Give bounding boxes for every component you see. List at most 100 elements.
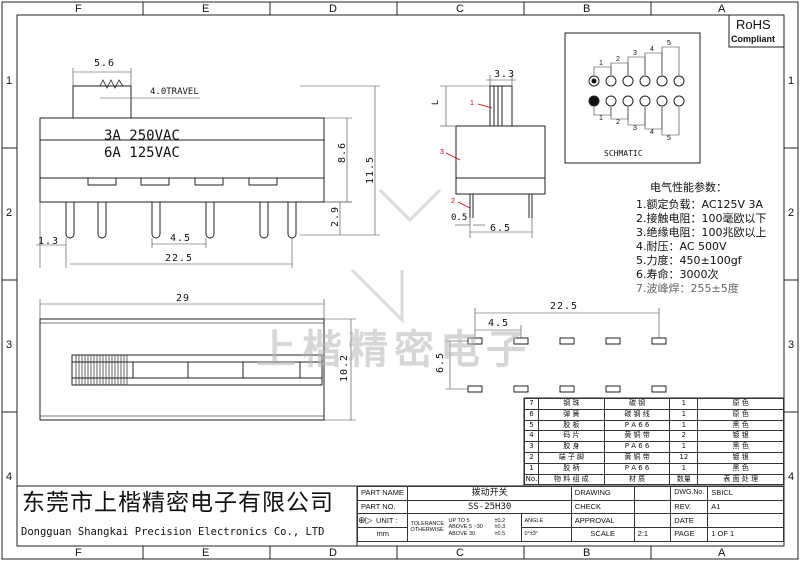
tol-value-3: ±0.5 <box>494 530 506 537</box>
bom-material: 黄 铜 带 <box>603 430 671 443</box>
tol-range-3: ABOVE 30 <box>448 530 476 537</box>
otherwise-label: OTHERWISE <box>410 527 444 534</box>
tolerance-label: TOLERANCE <box>410 521 444 528</box>
bom-no: 5 <box>524 419 539 432</box>
schematic-label: SCHMATIC <box>604 149 643 158</box>
spec-line: 2.接触电阻：100毫欧以下 <box>636 212 767 225</box>
bom-material: 碳 钢 线 <box>603 408 671 421</box>
dim-total-height: 11.5 <box>365 155 376 184</box>
row-number: 2 <box>6 207 13 219</box>
schematic-number: 1 <box>599 115 603 122</box>
bom-no: 1 <box>524 462 539 475</box>
bom-name: 码 片 <box>537 430 605 443</box>
dim-pcb-pitch: 4.5 <box>488 318 510 329</box>
bom-material: P A 6 6 <box>603 441 671 453</box>
spec-line: 7.波峰焊：255±5度 <box>636 282 739 295</box>
spec-line: 4.耐压：AC 500V <box>636 240 727 253</box>
dim-pin-spacing: 6.5 <box>490 223 512 234</box>
company-name-cn: 东莞市上楷精密电子有限公司 <box>22 490 334 516</box>
dim-top-width: 3.3 <box>494 69 516 80</box>
bom-qty: 1 <box>669 441 699 453</box>
schematic-number: 1 <box>599 60 603 67</box>
bom-header-material: 材 质 <box>603 473 671 486</box>
bom-qty: 12 <box>669 451 699 464</box>
schematic-number: 5 <box>667 40 671 47</box>
row-number: 4 <box>788 471 795 483</box>
rev-label: REV. <box>670 499 709 515</box>
tol-value-1: ±0.2 <box>494 518 506 525</box>
bom-no: 7 <box>524 398 539 410</box>
scale-label: SCALE <box>570 527 635 542</box>
column-letter: F <box>75 3 82 15</box>
schematic-number: 2 <box>616 56 620 63</box>
bom-qty: 1 <box>669 419 699 432</box>
check-label: CHECK <box>570 499 635 515</box>
unit-value: mm <box>356 527 409 542</box>
row-number: 3 <box>788 339 795 351</box>
bom-finish: 原 色 <box>697 408 784 421</box>
bom-finish: 黑 色 <box>697 441 784 453</box>
part-no-label: PART NO. <box>356 499 409 515</box>
dim-pcb-span: 22.5 <box>550 301 579 312</box>
check-value <box>633 499 672 515</box>
rev-value: A1 <box>707 499 784 515</box>
schematic-number: 4 <box>650 46 654 53</box>
bom-material: 碳 钢 <box>603 398 671 410</box>
column-letter: D <box>329 3 337 15</box>
dim-body-height: 8.6 <box>337 141 348 163</box>
angle-value: 0°±3° <box>520 527 572 542</box>
drawing-value <box>633 486 672 501</box>
column-letter: F <box>75 547 82 559</box>
part-no-value: SS-25H30 <box>407 499 572 515</box>
column-letter: A <box>718 547 726 559</box>
bom-header-name: 物 料 组 成 <box>537 473 605 486</box>
company-name-en: Dongguan Shangkai Precision Electronics … <box>21 526 325 538</box>
dwg-no-label: DWG.No. <box>670 486 709 501</box>
bom-finish: 镀 银 <box>697 430 784 443</box>
specs-heading: 电气性能参数： <box>650 181 727 194</box>
column-letter: B <box>583 3 591 15</box>
schematic-number: 4 <box>650 129 654 136</box>
bom-material: P A 6 6 <box>603 419 671 432</box>
column-letter: E <box>202 547 210 559</box>
bom-name: 胶 板 <box>537 419 605 432</box>
watermark: 上楷精密电子 <box>256 327 532 373</box>
row-number: 1 <box>6 75 13 87</box>
bom-header-finish: 表 面 处 理 <box>697 473 784 486</box>
tol-range-2: ABOVE 5 ~30 <box>448 524 483 531</box>
callout-3: 3 <box>440 149 444 156</box>
title-block-table: PART NAME 拨动开关 DRAWING DWG.No. SBICL PAR… <box>356 486 784 542</box>
rohs-title: RoHS <box>736 17 771 32</box>
dim-pin-thickness: 0.5 <box>451 213 468 223</box>
bom-material: 黄 铜 带 <box>603 451 671 464</box>
column-letter: C <box>456 3 464 15</box>
bom-qty: 1 <box>669 398 699 410</box>
bom-no: 3 <box>524 441 539 453</box>
bom-name: 胶 柄 <box>537 462 605 475</box>
row-number: 2 <box>788 207 795 219</box>
bom-no: 2 <box>524 451 539 464</box>
callout-2: 2 <box>451 198 455 205</box>
date-label: DATE <box>670 513 709 529</box>
unit-label: ⊕▷UNIT : <box>356 513 409 529</box>
bom-finish: 镀 银 <box>697 451 784 464</box>
row-number: 1 <box>788 75 795 87</box>
rohs-subtitle: Compliant <box>731 34 775 44</box>
spec-line: 6.寿命：3000次 <box>636 268 719 281</box>
table-header-row: No.物 料 组 成材 质数量表 面 处 理 <box>524 473 784 486</box>
scale-value: 2:1 <box>633 527 672 542</box>
schematic-number: 3 <box>633 50 637 57</box>
bom-header-no: No. <box>524 473 539 486</box>
spec-line: 5.力度：450±100gf <box>636 254 742 267</box>
bom-qty: 1 <box>669 408 699 421</box>
spec-line: 3.绝缘电阻：100兆欧以上 <box>636 226 767 239</box>
tol-value-2: ±0.3 <box>494 524 506 531</box>
